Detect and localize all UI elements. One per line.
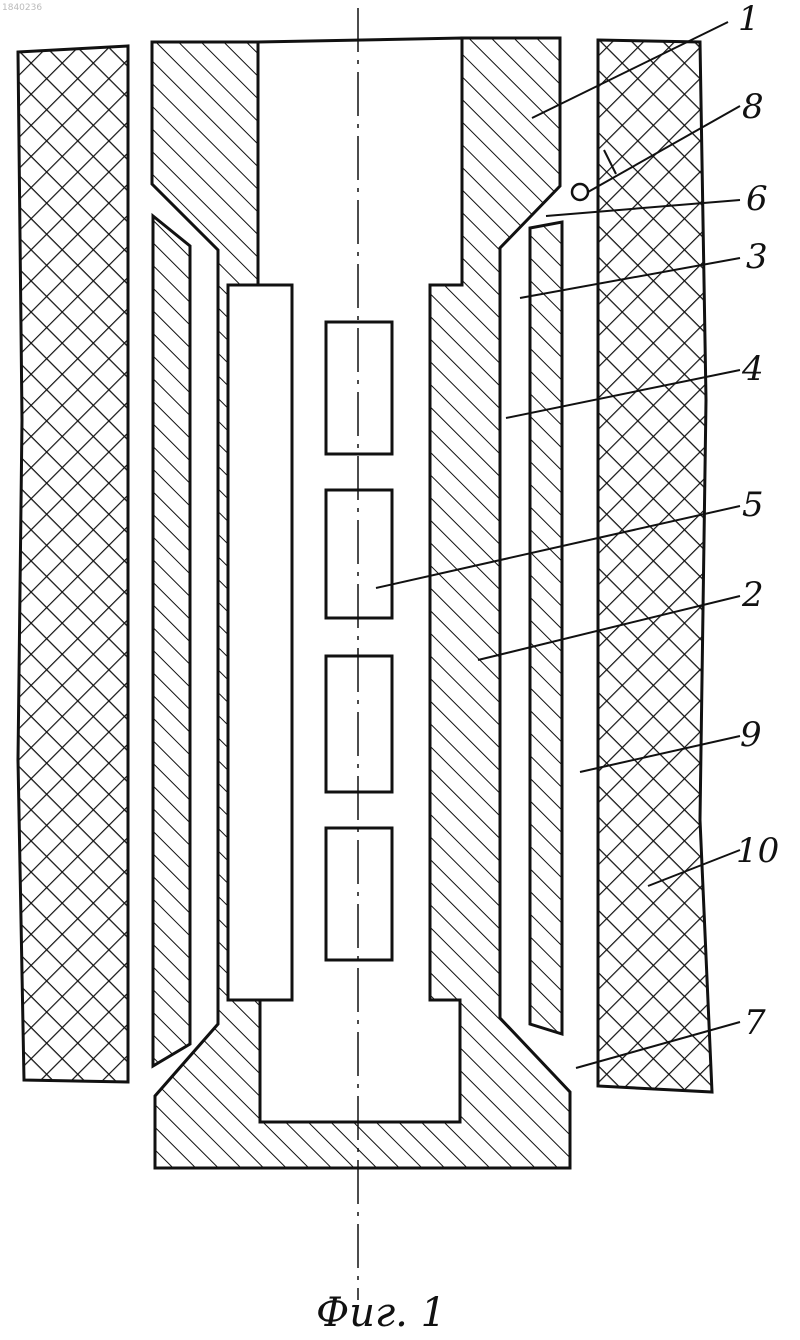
figure-caption: Фиг. 1 [316,1290,446,1336]
callout-8: 8 [742,87,764,127]
callout-6: 6 [746,179,768,219]
inner-sleeve-right [530,222,562,1034]
callout-4: 4 [741,349,764,389]
callout-5: 5 [742,485,764,525]
callout-10: 10 [736,831,779,871]
callout-2: 2 [741,575,764,615]
charge-block-2 [326,490,392,618]
callout-3: 3 [746,237,768,277]
callout-1: 1 [738,0,760,39]
formation-left [18,46,128,1082]
charge-block-1 [326,322,392,454]
corner-mark: 1840236 [2,3,42,13]
callout-7: 7 [744,1003,766,1043]
inner-sleeve-left [153,216,190,1066]
callout-9: 9 [740,715,762,755]
charge-block-4 [326,828,392,960]
ball-element [572,184,588,200]
formation-right [598,40,712,1092]
charge-block-3 [326,656,392,792]
